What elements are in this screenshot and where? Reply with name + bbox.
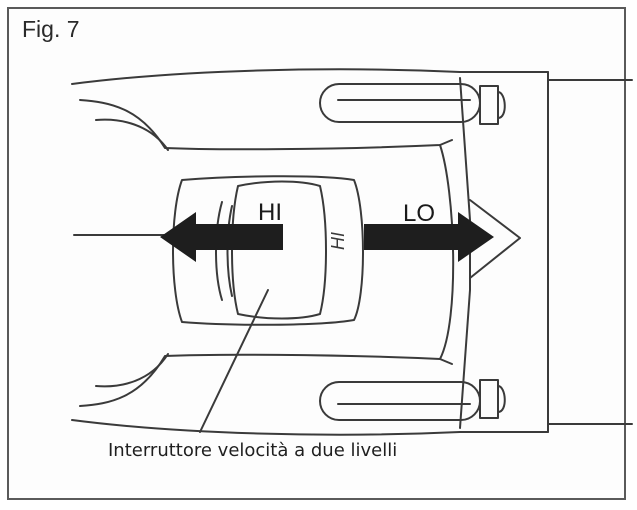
embossed-hi-mark: HI — [328, 232, 348, 250]
callout-text: Interruttore velocità a due livelli — [108, 440, 398, 461]
switch-housing — [172, 175, 364, 326]
hi-label: HI — [258, 199, 282, 226]
callout-leader — [199, 289, 269, 433]
arrow-hi — [160, 212, 283, 262]
nose-bracket — [469, 199, 521, 279]
upper-ridge — [79, 99, 453, 151]
lower-clip — [319, 381, 481, 421]
body-outline-bottom — [71, 411, 549, 436]
figure-frame — [7, 7, 626, 500]
body-outline-top — [71, 68, 549, 93]
figure-label: Fig. 7 — [22, 16, 80, 42]
lower-screw — [479, 379, 499, 419]
arrow-lo — [364, 212, 494, 262]
lo-label: LO — [403, 200, 436, 227]
end-cap — [547, 71, 633, 433]
switch-slider — [231, 180, 327, 320]
upper-clip — [319, 83, 481, 123]
lower-ridge — [79, 353, 453, 407]
upper-screw — [479, 85, 499, 125]
